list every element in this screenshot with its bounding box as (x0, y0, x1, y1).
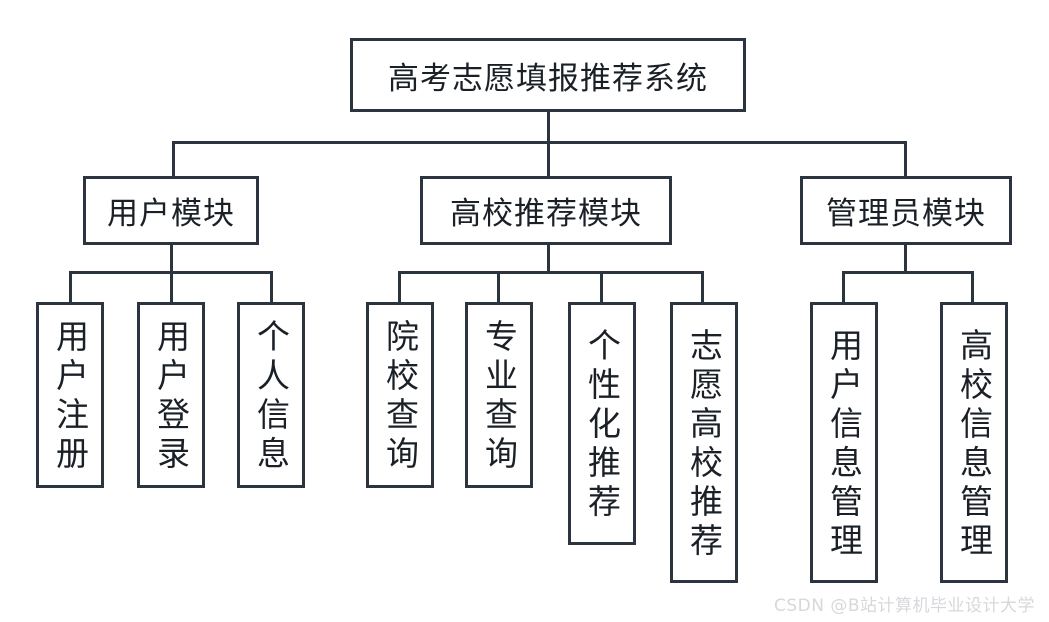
node-leaf-major-query-label: 专业查询 (479, 319, 519, 475)
node-leaf-user-info-manage-label: 用户信息管理 (824, 327, 864, 562)
connector-drop-leaf-school-query (398, 271, 401, 303)
connector-drop-leaf-personalized (600, 271, 603, 303)
connector-drop-leaf-user-login (170, 271, 173, 303)
connector-drop-module-admin (904, 141, 907, 177)
node-module-admin[interactable]: 管理员模块 (800, 176, 1012, 245)
node-module-recommend[interactable]: 高校推荐模块 (420, 176, 672, 245)
connector-module-user-stem (170, 245, 173, 273)
connector-drop-module-user (172, 141, 175, 177)
connector-drop-leaf-major-query (497, 271, 500, 303)
node-module-admin-label: 管理员模块 (826, 196, 986, 232)
watermark-text: CSDN @B站计算机毕业设计大学 (773, 596, 1035, 616)
connector-drop-module-recommend (547, 141, 550, 177)
connector-module-admin-bus (842, 271, 974, 274)
connector-drop-leaf-school-info-manage (971, 271, 974, 303)
node-leaf-user-login-label: 用户登录 (151, 319, 191, 475)
node-leaf-school-query[interactable]: 院校查询 (366, 302, 434, 488)
node-leaf-user-register-label: 用户注册 (50, 319, 90, 475)
node-leaf-school-query-label: 院校查询 (380, 319, 420, 475)
connector-module-recommend-stem (547, 245, 550, 273)
node-leaf-user-login[interactable]: 用户登录 (137, 302, 205, 488)
node-root[interactable]: 高考志愿填报推荐系统 (350, 38, 746, 112)
node-leaf-personalized-recommend[interactable]: 个性化推荐 (568, 302, 636, 545)
node-leaf-user-info-manage[interactable]: 用户信息管理 (810, 302, 878, 583)
connector-drop-leaf-user-profile (270, 271, 273, 303)
node-root-label: 高考志愿填报推荐系统 (388, 60, 708, 97)
node-leaf-volunteer-school-recommend[interactable]: 志愿高校推荐 (670, 302, 738, 583)
node-leaf-major-query[interactable]: 专业查询 (465, 302, 533, 488)
node-leaf-school-info-manage[interactable]: 高校信息管理 (940, 302, 1008, 583)
node-leaf-personalized-recommend-label: 个性化推荐 (582, 328, 622, 523)
node-leaf-user-profile[interactable]: 个人信息 (237, 302, 305, 488)
connector-drop-leaf-user-register (69, 271, 72, 303)
node-leaf-volunteer-school-recommend-label: 志愿高校推荐 (684, 327, 724, 562)
node-module-user-label: 用户模块 (107, 196, 235, 232)
connector-drop-leaf-user-info-manage (842, 271, 845, 303)
connector-module-admin-stem (904, 245, 907, 273)
connector-drop-leaf-volunteer-school (701, 271, 704, 303)
connector-root-stem (547, 112, 550, 143)
connector-module-recommend-bus (398, 271, 704, 274)
node-module-user[interactable]: 用户模块 (83, 176, 259, 245)
node-leaf-user-register[interactable]: 用户注册 (36, 302, 104, 488)
connector-level1-bus (172, 141, 907, 144)
node-module-recommend-label: 高校推荐模块 (450, 196, 642, 232)
node-leaf-user-profile-label: 个人信息 (251, 319, 291, 475)
node-leaf-school-info-manage-label: 高校信息管理 (954, 327, 994, 562)
